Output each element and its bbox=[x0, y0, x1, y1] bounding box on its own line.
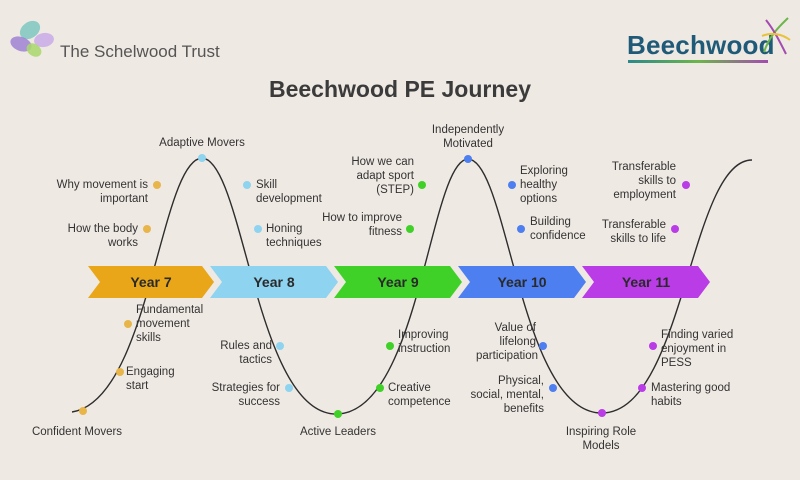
year-8-arrow bbox=[210, 266, 338, 298]
milestone-dot bbox=[539, 342, 547, 350]
year-10-arrow bbox=[458, 266, 586, 298]
label-active-leaders: Active Leaders bbox=[299, 426, 377, 438]
year-8-label: Year 8 bbox=[253, 274, 295, 290]
label-building-confidence: Building confidence bbox=[530, 216, 586, 242]
year-10-label: Year 10 bbox=[497, 274, 547, 290]
milestone-dot bbox=[508, 181, 516, 189]
school-logo-swirl-icon bbox=[761, 17, 791, 55]
label-physical-social-mental: Physical, social, mental, benefits bbox=[470, 375, 544, 415]
milestone-dot bbox=[79, 407, 87, 415]
year-7-label: Year 7 bbox=[130, 274, 172, 290]
milestone-dot bbox=[638, 384, 646, 392]
milestone-dot bbox=[549, 384, 557, 392]
milestone-dot bbox=[406, 225, 414, 233]
milestone-dot bbox=[116, 368, 124, 376]
label-skill-development: Skill development bbox=[256, 179, 322, 205]
label-adaptive-movers: Adaptive Movers bbox=[159, 137, 245, 149]
label-adapt-sport-step: How we can adapt sport (STEP) bbox=[351, 156, 414, 196]
milestone-dot bbox=[386, 342, 394, 350]
year-9-label: Year 9 bbox=[377, 274, 419, 290]
label-finding-varied-enjoyment: Finding varied enjoyment in PESS bbox=[661, 329, 734, 369]
year-9-arrow bbox=[334, 266, 462, 298]
label-how-the-body-works: How the body works bbox=[67, 223, 138, 249]
label-honing-techniques: Honing techniques bbox=[266, 223, 322, 249]
schelwood-trust-logo-icon bbox=[10, 20, 54, 57]
label-how-to-improve-fitness: How to improve fitness bbox=[322, 212, 402, 238]
label-engaging-start: Engaging start bbox=[126, 366, 175, 392]
milestone-dot bbox=[254, 225, 262, 233]
label-transferable-employment: Transferable skills to employment bbox=[611, 161, 676, 201]
label-mastering-good-habits: Mastering good habits bbox=[651, 382, 731, 408]
label-confident-movers: Confident Movers bbox=[31, 426, 123, 438]
label-transferable-life: Transferable skills to life bbox=[601, 219, 666, 245]
label-creative-competence: Creative competence bbox=[388, 382, 451, 408]
milestone-dot bbox=[124, 320, 132, 328]
milestone-dot bbox=[517, 225, 525, 233]
label-value-lifelong: Value of lifelong participation bbox=[476, 322, 539, 362]
milestone-dot bbox=[376, 384, 384, 392]
milestone-dot bbox=[243, 181, 251, 189]
label-independently-motivated: Independently Motivated bbox=[431, 124, 505, 150]
label-fundamental-skills: Fundamental movement skills bbox=[136, 304, 204, 344]
label-exploring-healthy-options: Exploring healthy options bbox=[520, 165, 568, 205]
trust-name: The Schelwood Trust bbox=[60, 42, 220, 61]
page-title: Beechwood PE Journey bbox=[268, 76, 531, 102]
label-improving-instruction: Improving instruction bbox=[398, 329, 451, 355]
milestone-dot bbox=[598, 409, 606, 417]
milestone-dot bbox=[285, 384, 293, 392]
school-logo-underline bbox=[628, 60, 768, 63]
milestone-dot bbox=[153, 181, 161, 189]
milestone-dot bbox=[143, 225, 151, 233]
year-7-arrow bbox=[88, 266, 214, 298]
milestone-dot bbox=[671, 225, 679, 233]
school-logo-text: Beechwood bbox=[627, 30, 775, 60]
milestone-dot bbox=[682, 181, 690, 189]
milestone-dot bbox=[649, 342, 657, 350]
year-11-arrow bbox=[582, 266, 710, 298]
milestone-dot bbox=[276, 342, 284, 350]
label-inspiring-role-models: Inspiring Role Models bbox=[565, 426, 637, 452]
label-strategies-for-success: Strategies for success bbox=[211, 382, 280, 408]
year-11-label: Year 11 bbox=[621, 274, 671, 290]
label-rules-and-tactics: Rules and tactics bbox=[220, 340, 272, 366]
milestone-dot bbox=[334, 410, 342, 418]
milestone-dot bbox=[464, 155, 472, 163]
milestone-dot bbox=[198, 154, 206, 162]
milestone-dot bbox=[418, 181, 426, 189]
label-why-movement: Why movement is important bbox=[56, 179, 148, 205]
